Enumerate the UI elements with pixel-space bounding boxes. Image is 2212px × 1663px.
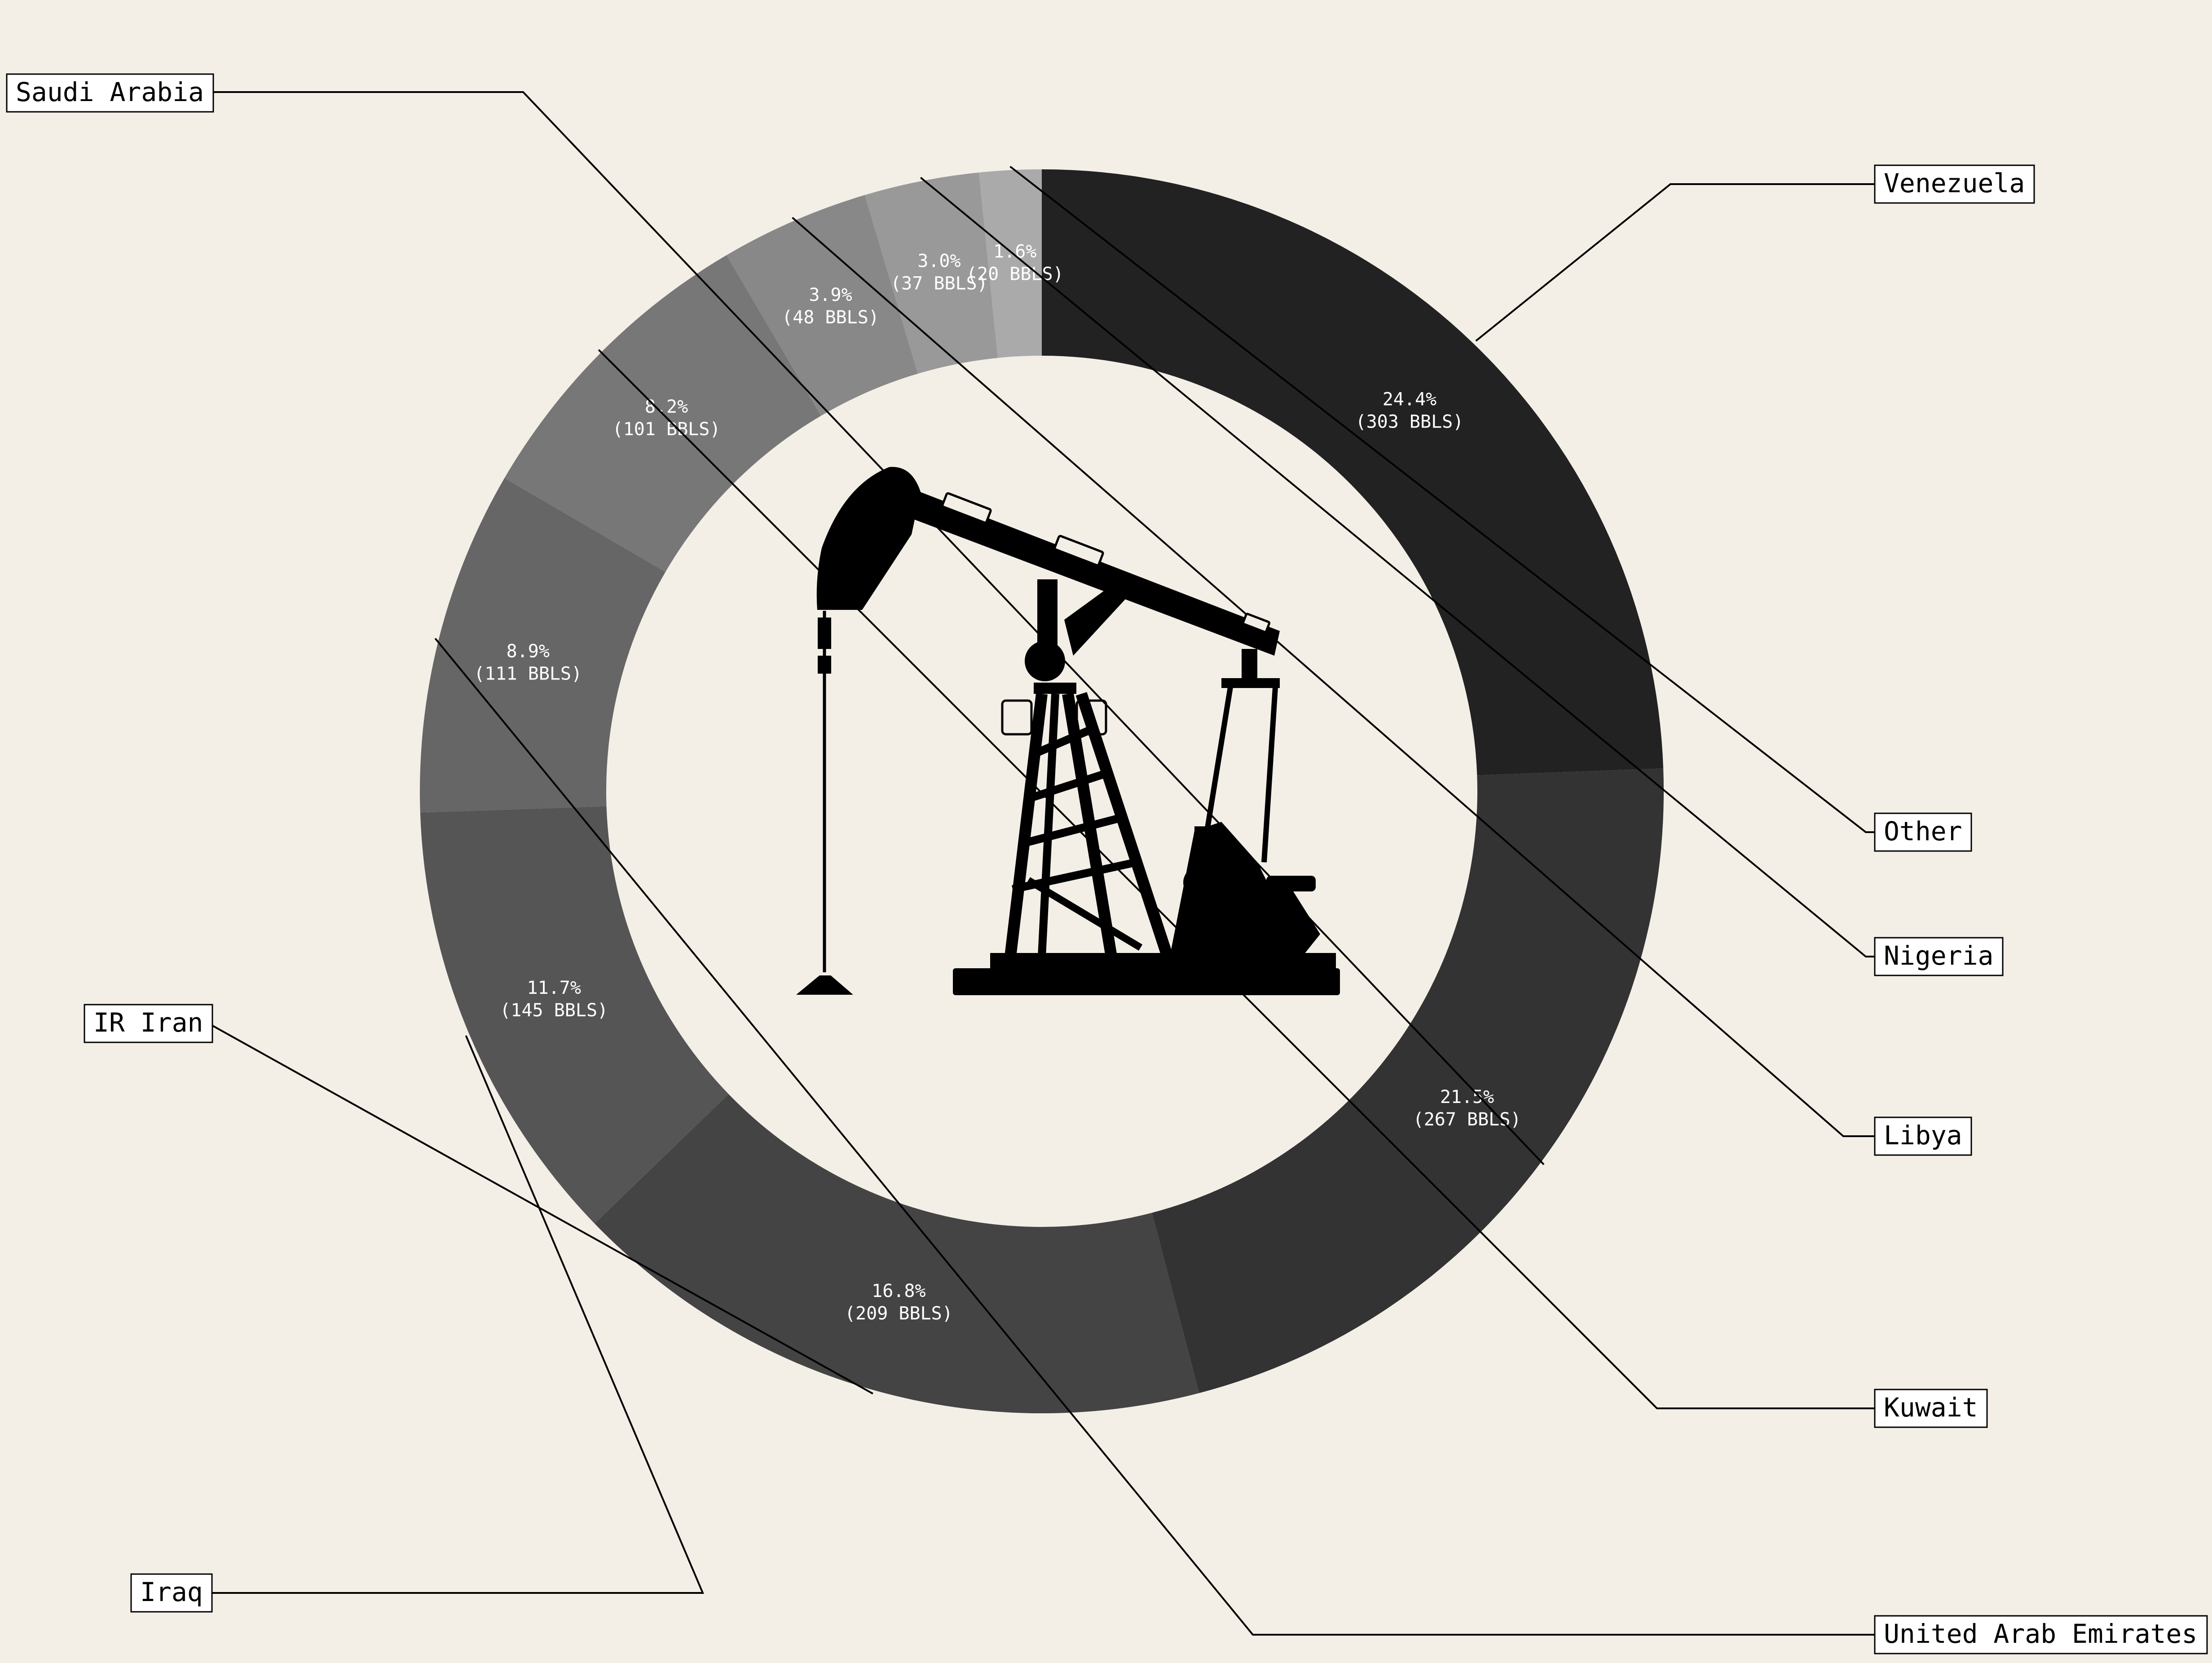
category-box-iraq [130, 1573, 213, 1613]
segment-other [978, 169, 1042, 358]
category-box-united-arab-emirates [1874, 1615, 2208, 1654]
category-box-venezuela [1874, 164, 2035, 204]
segment-ir-iran [595, 1094, 1199, 1413]
percent-label: 1.6% [993, 242, 1036, 262]
value-label: (101 BBLS) [612, 419, 721, 440]
percent-label: 3.0% [917, 251, 961, 271]
segment-label-libya: 3.9%(48 BBLS) [782, 285, 879, 328]
value-label: (37 BBLS) [890, 273, 988, 294]
category-label-venezuela: Venezuela [1884, 168, 2025, 199]
category-label-united-arab-emirates: United Arab Emirates [1884, 1619, 2197, 1649]
segment-label-united-arab-emirates: 8.9%(111 BBLS) [474, 641, 582, 684]
leader-line-iraq [212, 1035, 705, 1594]
value-label: (209 BBLS) [845, 1303, 953, 1324]
segment-label-kuwait: 8.2%(101 BBLS) [612, 397, 721, 440]
leader-line-kuwait [598, 349, 1875, 1409]
leader-line-venezuela [1475, 183, 1875, 342]
segment-label-nigeria: 3.0%(37 BBLS) [890, 251, 988, 294]
category-label-nigeria: Nigeria [1884, 940, 1993, 971]
category-box-saudi-arabia [6, 73, 214, 113]
value-label: (145 BBLS) [500, 1000, 608, 1021]
oil-pumpjack-icon [796, 467, 1340, 995]
leader-line-united-arab-emirates [434, 638, 1875, 1636]
segment-iraq [420, 806, 729, 1224]
value-label: (267 BBLS) [1413, 1109, 1521, 1130]
category-label-kuwait: Kuwait [1884, 1392, 1978, 1423]
percent-label: 8.2% [645, 397, 688, 417]
segment-label-ir-iran: 16.8%(209 BBLS) [845, 1281, 953, 1324]
category-box-other [1874, 812, 1972, 852]
segment-united-arab-emirates [420, 478, 666, 813]
category-label-saudi-arabia: Saudi Arabia [16, 77, 204, 107]
category-label-libya: Libya [1884, 1120, 1962, 1151]
value-label: (303 BBLS) [1356, 411, 1464, 432]
segment-label-venezuela: 24.4%(303 BBLS) [1356, 389, 1464, 432]
percent-label: 11.7% [527, 978, 581, 998]
leader-line-saudi-arabia [213, 91, 1545, 1165]
value-label: (20 BBLS) [966, 264, 1064, 285]
leader-line-nigeria [920, 176, 1875, 957]
category-box-kuwait [1874, 1389, 1988, 1428]
category-label-iraq: Iraq [140, 1577, 203, 1607]
leader-line-other [1009, 166, 1875, 833]
percent-label: 3.9% [809, 285, 852, 305]
donut-segments [420, 169, 1664, 1413]
segment-value-labels: 24.4%(303 BBLS)21.5%(267 BBLS)16.8%(209 … [474, 242, 1521, 1324]
category-box-ir-iran [84, 1004, 213, 1043]
category-label-ir-iran: IR Iran [93, 1007, 203, 1038]
value-label: (48 BBLS) [782, 307, 879, 328]
segment-saudi-arabia [1152, 768, 1664, 1393]
segment-label-other: 1.6%(20 BBLS) [966, 242, 1064, 285]
percent-label: 16.8% [872, 1281, 925, 1301]
category-box-nigeria [1874, 937, 2004, 976]
percent-label: 8.9% [507, 641, 550, 662]
percent-label: 24.4% [1383, 389, 1436, 410]
segment-nigeria [864, 172, 998, 374]
segment-venezuela [1042, 169, 1664, 776]
segment-label-iraq: 11.7%(145 BBLS) [500, 978, 608, 1021]
leader-line-libya [792, 217, 1875, 1137]
segment-libya [726, 195, 918, 416]
category-label-other: Other [1884, 816, 1962, 847]
value-label: (111 BBLS) [474, 664, 582, 684]
category-box-libya [1874, 1116, 1972, 1156]
